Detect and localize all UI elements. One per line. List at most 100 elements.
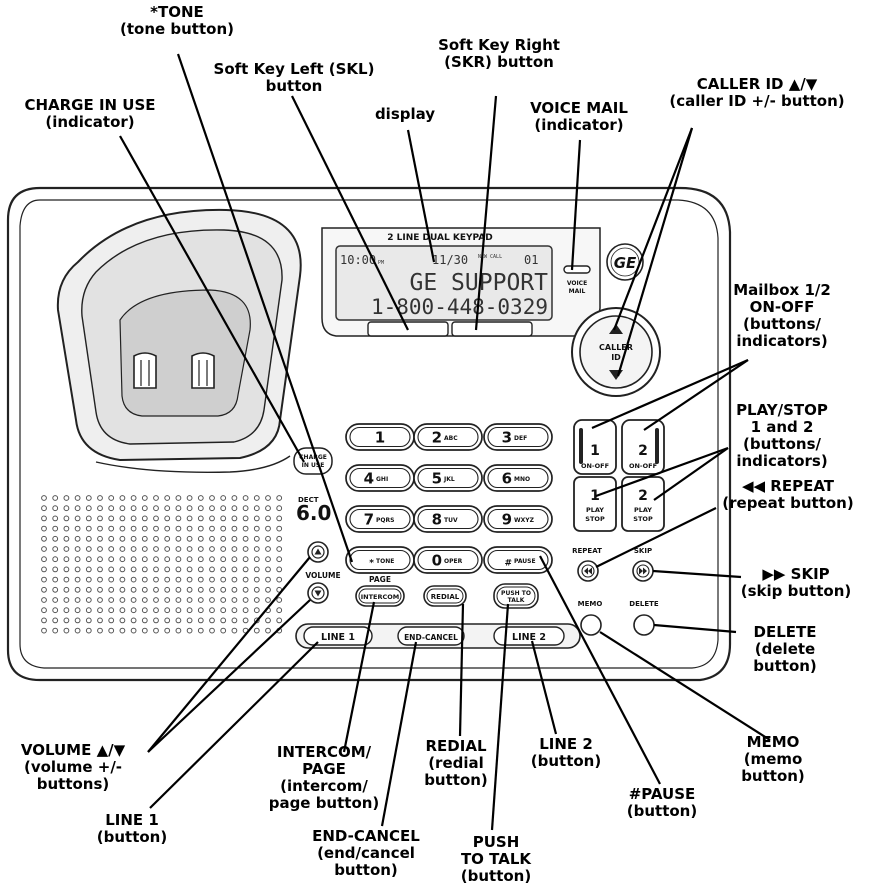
volume-down-button[interactable] xyxy=(307,582,329,604)
lcd-display: 10:00 PM 11/30 NEW CALL 01 GE SUPPORT 1-… xyxy=(335,245,553,321)
key-letters: TONE xyxy=(376,558,394,565)
grille-dot xyxy=(209,607,215,614)
soft-key-right[interactable] xyxy=(451,321,533,337)
grille-dot xyxy=(108,627,115,634)
skip-button[interactable] xyxy=(632,560,654,582)
repeat-label: REPEAT xyxy=(572,547,602,555)
grille-dot xyxy=(265,525,271,532)
display-header: 2 LINE DUAL KEYPAD xyxy=(387,233,492,243)
grille-dot xyxy=(164,546,171,552)
delete-button[interactable] xyxy=(633,614,655,636)
key-star[interactable]: *TONE xyxy=(345,546,415,574)
grille-dot xyxy=(253,546,260,552)
push-to-talk-button[interactable] xyxy=(493,583,539,609)
grille-dot xyxy=(175,617,182,624)
leader-endcancel xyxy=(380,641,418,827)
volume-up-button[interactable] xyxy=(307,541,329,563)
caller-id-rocker[interactable] xyxy=(571,307,661,397)
grille-dot xyxy=(108,556,115,563)
grille-dot xyxy=(220,627,227,634)
grille-dot xyxy=(231,617,238,624)
grille-dot xyxy=(164,597,171,603)
grille-dot xyxy=(175,515,182,522)
callout-charge-in-use: CHARGE IN USE(indicator) xyxy=(24,96,156,131)
line-1-button[interactable] xyxy=(303,626,373,646)
grille-dot xyxy=(164,607,171,614)
skip-label: SKIP xyxy=(634,547,652,555)
grille-dot xyxy=(209,556,215,563)
grille-dot xyxy=(209,627,215,634)
grille-dot xyxy=(164,515,171,522)
grille-dot xyxy=(253,617,260,624)
caller-id-up-icon[interactable] xyxy=(609,324,623,334)
grille-dot xyxy=(209,525,215,532)
grille-dot xyxy=(186,617,193,624)
leader-pause xyxy=(539,555,661,785)
grille-dot xyxy=(220,586,227,593)
grille-dot xyxy=(220,515,227,522)
grille-dot xyxy=(141,566,148,573)
grille-dot xyxy=(231,597,238,603)
grille-dot xyxy=(153,535,159,542)
callout-pause: #PAUSE(button) xyxy=(626,785,698,820)
grille-dot xyxy=(141,597,148,603)
key-digit: 6 xyxy=(502,470,512,488)
speaker-grille xyxy=(41,495,283,634)
grille-dot xyxy=(63,546,70,552)
grille-dot xyxy=(63,505,70,512)
grille-dot xyxy=(119,525,126,532)
redial-button[interactable] xyxy=(423,585,467,607)
grille-dot xyxy=(276,607,283,614)
grille-dot xyxy=(242,617,249,624)
grille-dot xyxy=(52,607,59,614)
handset-cradle xyxy=(56,208,302,473)
key-digit: 9 xyxy=(502,511,512,529)
mailbox-1-button[interactable]: 1ON-OFF xyxy=(573,419,617,475)
grille-dot xyxy=(97,607,103,614)
grille-dot xyxy=(231,525,238,532)
grille-dot xyxy=(141,576,148,583)
grille-dot xyxy=(265,515,271,522)
grille-dot xyxy=(52,576,59,583)
leader-play-1 xyxy=(595,446,729,498)
grille-dot xyxy=(175,627,182,634)
grille-dot xyxy=(231,505,238,512)
grille-dot xyxy=(242,586,249,593)
intercom-button[interactable] xyxy=(355,585,405,607)
volume-label: VOLUME xyxy=(305,571,340,580)
repeat-button[interactable] xyxy=(577,560,599,582)
key-pound[interactable]: #PAUSE xyxy=(483,546,553,574)
key-1[interactable]: 1 xyxy=(345,423,415,451)
key-digit: 0 xyxy=(432,552,442,570)
grille-dot xyxy=(141,525,148,532)
grille-dot xyxy=(186,576,193,583)
key-letters: TUV xyxy=(444,517,458,524)
grille-dot xyxy=(63,556,70,563)
end-cancel-button[interactable] xyxy=(397,626,465,646)
grille-dot xyxy=(141,515,148,522)
line-2-label: LINE 2 xyxy=(512,632,546,643)
grille-dot xyxy=(231,607,238,614)
grille-dot xyxy=(41,627,47,634)
grille-dot xyxy=(209,617,215,624)
grille-dot xyxy=(52,627,59,634)
grille-dot xyxy=(186,566,193,573)
mailbox-2-button[interactable]: 2ON-OFF xyxy=(621,419,665,475)
memo-button[interactable] xyxy=(580,614,602,636)
line-2-button[interactable] xyxy=(493,626,565,646)
grille-dot xyxy=(242,566,249,573)
grille-dot xyxy=(253,495,260,501)
grille-dot xyxy=(153,627,159,634)
